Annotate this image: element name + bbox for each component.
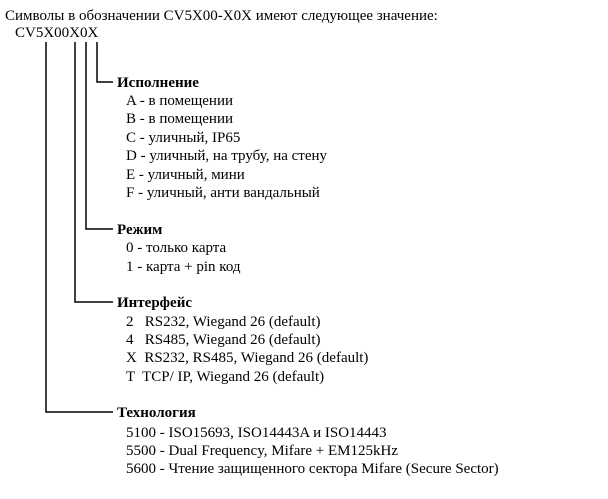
list-item: D - уличный, на трубу, на стену: [126, 148, 328, 164]
section-heading-rezhim: Режим: [117, 222, 163, 238]
connector-rezhim: [85, 42, 113, 230]
connector-interface: [74, 42, 113, 303]
section-heading-tehnologiya: Технология: [117, 405, 196, 421]
list-item: 1 - карта + pin код: [126, 259, 241, 275]
list-item: F - уличный, анти вандальный: [126, 185, 320, 201]
list-item: 5600 - Чтение защищенного сектора Mifare…: [126, 461, 499, 477]
connector-ispolnenie: [96, 42, 113, 83]
list-item: C - уличный, IP65: [126, 130, 241, 146]
list-item: 2 RS232, Wiegand 26 (default): [126, 314, 321, 330]
model-code: CV5X00X0X: [15, 25, 99, 41]
intro-text: Символы в обозначении CV5X00-X0X имеют с…: [5, 8, 438, 24]
list-item: B - в помещении: [126, 111, 234, 127]
list-item: X RS232, RS485, Wiegand 26 (default): [126, 350, 369, 366]
list-item: A - в помещении: [126, 93, 234, 109]
list-item: 4 RS485, Wiegand 26 (default): [126, 332, 321, 348]
list-item: 0 - только карта: [126, 240, 227, 256]
connector-tehnologiya: [45, 42, 113, 413]
list-item: T TCP/ IP, Wiegand 26 (default): [126, 369, 325, 385]
list-item: 5500 - Dual Frequency, Mifare + EM125kHz: [126, 443, 398, 459]
section-heading-interface: Интерфейс: [117, 295, 193, 311]
list-item: 5100 - ISO15693, ISO14443A и ISO14443: [126, 425, 387, 441]
section-heading-ispolnenie: Исполнение: [117, 75, 199, 91]
list-item: E - уличный, мини: [126, 167, 245, 183]
